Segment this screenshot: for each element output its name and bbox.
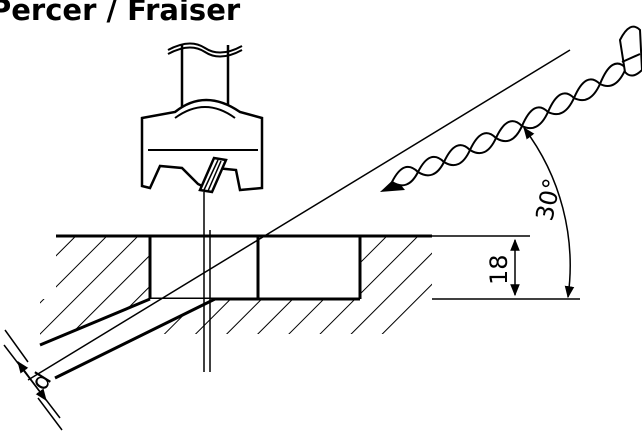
workpiece-right-section (360, 236, 432, 299)
forstner-bit (140, 42, 264, 372)
depth-dimension: 18 (432, 235, 580, 300)
angled-hole (27, 49, 571, 381)
auger-bit (380, 25, 642, 192)
workpiece-left-section (56, 236, 150, 299)
angle-dimension: 30° (523, 127, 575, 299)
depth-label: 18 (485, 254, 513, 285)
page-title: Percer / Fraiser (0, 0, 241, 27)
angle-label: 30° (530, 176, 566, 223)
